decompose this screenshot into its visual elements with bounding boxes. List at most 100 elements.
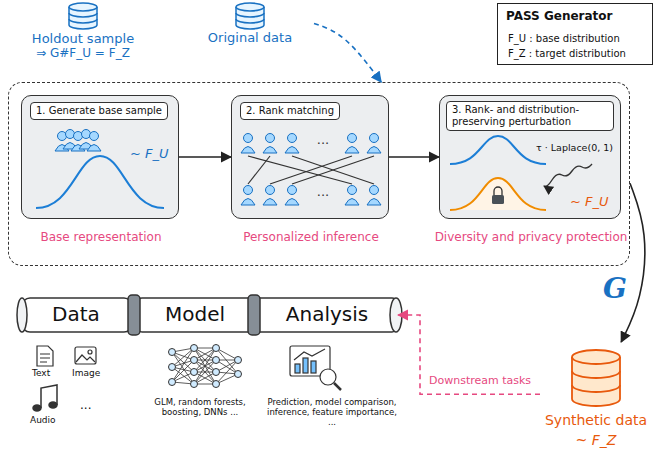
person-head [288, 186, 297, 195]
image-icon-part [75, 347, 96, 364]
nn-unit [191, 381, 198, 388]
audio-icon-part [49, 402, 57, 408]
person-icon [285, 186, 299, 206]
image-icon-part [76, 355, 95, 362]
nn-edge [194, 348, 216, 384]
analysis-icon [290, 346, 341, 390]
pipeline-part [128, 295, 140, 335]
person-head [90, 132, 99, 141]
panel-title: 2. Rank matching [240, 102, 340, 120]
person-icon [241, 186, 255, 206]
pipeline-part [256, 298, 396, 332]
generator-region: 1. Generate base sample ~ F_U Base represe… [8, 82, 630, 266]
nn-unit [213, 381, 220, 388]
person-head [266, 186, 275, 195]
ellipsis: ... [80, 398, 91, 412]
definition: F_U : base distribution [508, 33, 620, 45]
noise-arrow [544, 164, 592, 186]
step-caption: Base representation [16, 230, 186, 244]
pipe-label: Data [22, 302, 130, 326]
pass-box: PASS GeneratorF_U : base distributionF_Z… [497, 3, 653, 65]
synthetic-cylinder [572, 350, 620, 406]
image-icon [75, 347, 96, 364]
pipeline-part [138, 298, 252, 332]
person-body [367, 147, 381, 154]
step-caption: Personalized inference [226, 230, 396, 244]
nn-edge [194, 348, 216, 384]
analysis-icon-part [294, 349, 325, 360]
icon-label: Text [32, 368, 50, 379]
nn-unit [191, 345, 198, 352]
analysis-icon-part [320, 369, 336, 385]
image-icon-part [88, 350, 92, 354]
step-panel: 3. Rank- and distribution-preserving per… [439, 95, 621, 219]
nn-unit [169, 364, 176, 371]
original-cylinder-part [236, 3, 264, 11]
holdout-cylinder-part [69, 3, 97, 11]
bell-curve [36, 156, 164, 208]
match-line [248, 156, 352, 184]
holdout-cylinder-part [69, 19, 97, 23]
person-head [370, 186, 379, 195]
pipeline [17, 295, 402, 335]
nn-unit [191, 369, 198, 376]
pipe-label: Model [140, 302, 250, 326]
person-icon [87, 132, 101, 152]
nn-unit [235, 357, 242, 364]
distribution-label: ~ F_Z [540, 432, 652, 449]
person-icon [345, 186, 359, 206]
edge-label: Downstream tasks [426, 374, 534, 387]
analysis-icon-part [295, 364, 300, 373]
person-head [288, 134, 297, 143]
text-icon-part [40, 354, 50, 362]
synthetic-cylinder-part [572, 350, 620, 364]
person-head [266, 134, 275, 143]
nn-unit [235, 371, 242, 378]
synthetic-db: Synthetic data ~ F_Z [540, 342, 656, 458]
ellipsis: ··· [306, 188, 340, 204]
original-cylinder-part [236, 13, 264, 17]
analysis-icon-part [311, 361, 316, 373]
nn-unit [213, 369, 220, 376]
panel-title: 3. Rank- and distribution-preserving per… [446, 101, 614, 131]
downstream-arrow [398, 315, 540, 394]
db-label: Synthetic data [540, 412, 652, 429]
panel-title: 1. Generate base sample [30, 102, 168, 120]
holdout-cylinder [69, 3, 97, 29]
match-line [292, 156, 374, 184]
model-list: GLM, random forests, boosting, DNNs ... [138, 397, 262, 417]
nn-unit [213, 357, 220, 364]
step-arrow [389, 156, 439, 158]
definition: F_Z : target distribution [508, 48, 626, 60]
pipeline-part [248, 295, 260, 335]
nn-unit [169, 379, 176, 386]
lock-shackle [494, 187, 502, 195]
distribution-label: ~ F_U [570, 194, 609, 210]
synthetic-cylinder-part [572, 371, 620, 378]
ellipsis: ··· [306, 136, 340, 152]
audio-icon-part [41, 385, 57, 408]
noise-formula: τ · Laplace(0, 1) [536, 142, 613, 153]
analysis-icon-part [303, 358, 308, 373]
step-arrow [179, 156, 231, 158]
step-caption: Diversity and privacy protection [430, 230, 632, 244]
person-body [285, 147, 299, 154]
neural-net-icon [169, 345, 242, 388]
person-body [87, 145, 101, 152]
nn-unit [191, 357, 198, 364]
holdout-cylinder-part [69, 13, 97, 17]
pipe-segment: Model [140, 298, 254, 332]
base-curve [450, 136, 546, 164]
person-body [263, 199, 277, 206]
person-icon [367, 186, 381, 206]
original-db: Original data [190, 2, 314, 50]
person-body [263, 147, 277, 154]
person-head [370, 134, 379, 143]
text-icon-part [37, 346, 53, 366]
lock-body [492, 195, 504, 204]
person-icon [285, 134, 299, 154]
db-label: Holdout sample [8, 31, 158, 47]
original-cylinder [236, 3, 264, 29]
generator-arrow [621, 183, 645, 342]
icon-label: Audio [30, 415, 56, 426]
